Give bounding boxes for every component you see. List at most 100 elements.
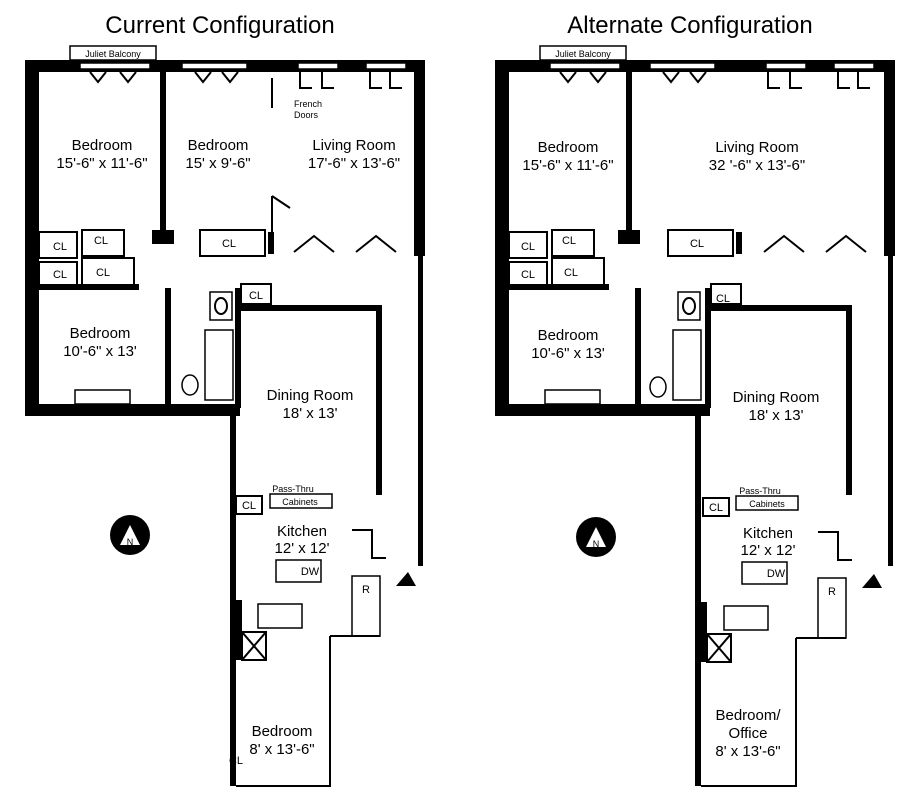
closet [508, 231, 548, 259]
stove [257, 603, 303, 629]
windows-north [74, 62, 407, 405]
closet [706, 633, 732, 663]
closet [240, 283, 272, 305]
closet-label: CL [222, 238, 236, 250]
french-doors-label: French [294, 99, 322, 109]
bedroom-d-walls [236, 636, 331, 787]
room-dims: 15'-6" x 11'-6" [522, 157, 613, 174]
compass-icon: N [110, 515, 150, 555]
closet-label: CL [242, 500, 256, 512]
closet [667, 229, 734, 257]
wall-dining-east [846, 305, 852, 495]
windows-north [544, 62, 875, 405]
wall-closets [509, 284, 609, 290]
room-dims: 17'-6" x 13'-6" [308, 155, 400, 172]
room-name: Dining Room [267, 387, 354, 404]
toilet [181, 374, 199, 396]
bedroom-d-walls [701, 638, 797, 787]
sink-basin [214, 297, 228, 315]
bifold-doors [293, 234, 397, 253]
sink-basin [682, 297, 696, 315]
wall-stair [701, 602, 707, 662]
room-dims: 8' x 13'-6" [715, 743, 780, 760]
stair-x [706, 633, 732, 663]
south-wall-bedroom [495, 404, 710, 416]
entry-arrow [396, 572, 416, 586]
room-dims: 18' x 13' [283, 405, 338, 422]
room-dims: 12' x 12' [275, 540, 330, 557]
column [152, 230, 174, 244]
room-name: Kitchen [277, 523, 327, 540]
pass-thru-label: Pass-Thru [272, 484, 314, 494]
west-wall [495, 60, 509, 416]
wall-bath-east [705, 288, 711, 408]
room-dims: 12' x 12' [741, 542, 796, 559]
wall-kitchen-west [695, 416, 701, 786]
column [618, 230, 640, 244]
closet [702, 497, 730, 517]
wall-stub [268, 232, 274, 254]
closet-label: CL [690, 238, 704, 250]
room-name: Bedroom [70, 325, 131, 342]
room-dims: 15' x 9'-6" [185, 155, 250, 172]
east-wall [414, 60, 425, 256]
stair-x [241, 631, 267, 661]
closet-label: CL [562, 235, 576, 247]
room-name: Bedroom [72, 137, 133, 154]
stove [723, 605, 769, 631]
room-name: Bedroom/ [715, 707, 781, 724]
wall-dining-north [711, 305, 851, 311]
wall-closets [39, 284, 139, 290]
closet [81, 229, 125, 257]
pass-thru-cabinets [269, 493, 333, 509]
plan-title: Current Configuration [105, 12, 334, 39]
room-name: Bedroom [252, 723, 313, 740]
wall-bedrooms [160, 72, 166, 232]
wall-stub [736, 232, 742, 254]
room-dims: 32 '-6" x 13'-6" [709, 157, 805, 174]
dw-label: DW [301, 566, 320, 578]
closet [235, 495, 263, 515]
wall-stair [236, 600, 242, 660]
closet-label: CL [564, 267, 578, 279]
closet [241, 631, 267, 661]
room-dims: 8' x 13'-6" [249, 741, 314, 758]
compass-label: N [127, 537, 134, 547]
pass-thru-label: Pass-Thru [739, 486, 781, 496]
room-name: Bedroom [538, 139, 599, 156]
compass-label: N [593, 539, 600, 549]
plan-title: Alternate Configuration [567, 12, 812, 39]
cabinets-label: Cabinets [749, 499, 785, 509]
room-name: Bedroom [188, 137, 249, 154]
sink [677, 291, 701, 321]
closet-label: CL [229, 755, 243, 767]
east-wall-lower [888, 256, 893, 566]
cabinets-label: Cabinets [282, 497, 318, 507]
closet-label: CL [521, 241, 535, 253]
kitchen-counter [818, 531, 852, 561]
fridge-label: R [828, 586, 836, 598]
closet-label: CL [94, 235, 108, 247]
room-dims: 18' x 13' [749, 407, 804, 424]
closet-label: CL [521, 269, 535, 281]
wall-bath-east [235, 288, 241, 408]
sink [209, 291, 233, 321]
fridge-label: R [362, 584, 370, 596]
room-dims: 10'-6" x 13' [531, 345, 605, 362]
kitchen-counter [352, 529, 386, 559]
west-wall [25, 60, 39, 416]
juliet-balcony-label: Juliet Balcony [555, 49, 611, 59]
juliet-balcony [69, 45, 157, 61]
closet-label: CL [96, 267, 110, 279]
south-wall-bedroom [25, 404, 240, 416]
room-name: Living Room [312, 137, 395, 154]
closet-label: CL [53, 269, 67, 281]
east-wall [884, 60, 895, 256]
wall-bath [635, 288, 641, 406]
wall-bath [165, 288, 171, 406]
bathtub [204, 329, 234, 401]
toilet [649, 376, 667, 398]
wall-dining-north [241, 305, 381, 311]
closet-label: CL [249, 290, 263, 302]
